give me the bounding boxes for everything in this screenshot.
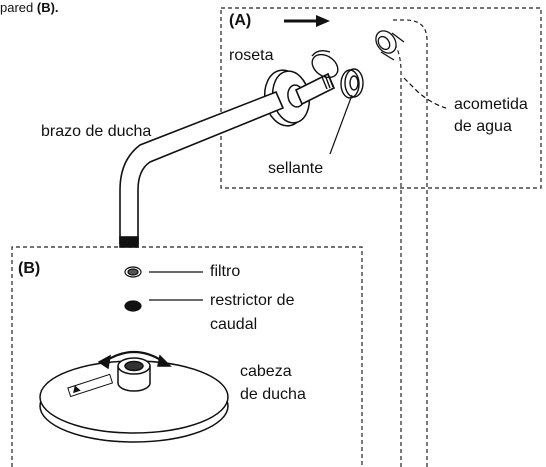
label-acometida-line2: de agua xyxy=(454,118,512,135)
label-roseta: roseta xyxy=(229,47,274,64)
header-fragment: pared (B). xyxy=(0,0,59,15)
shower-arm xyxy=(119,72,336,248)
filter-part xyxy=(124,266,203,278)
label-restrictor-line2: caudal xyxy=(210,316,258,333)
panel-b-frame xyxy=(11,246,363,467)
panel-b-tag: (B) xyxy=(18,260,41,277)
panel-a-frame xyxy=(220,7,542,189)
label-cabeza-line2: de ducha xyxy=(240,386,306,403)
panel-a-tag: (A) xyxy=(229,12,252,29)
direction-arrow-icon xyxy=(284,15,330,27)
flow-restrictor-part xyxy=(124,299,203,312)
sealant-tape-roll xyxy=(311,49,339,79)
label-brazo-de-ducha: brazo de ducha xyxy=(41,123,152,140)
shower-head xyxy=(39,351,229,443)
label-acometida-line1: acometida xyxy=(454,96,528,113)
sealant-washers xyxy=(340,68,364,99)
label-filtro: filtro xyxy=(210,263,241,280)
label-restrictor-line1: restrictor de xyxy=(210,292,295,309)
label-cabeza-line1: cabeza xyxy=(240,363,292,380)
water-inlet-fitting xyxy=(375,30,405,61)
leader-lines-a xyxy=(329,77,447,155)
wall-pipe xyxy=(379,19,428,467)
label-sellante: sellante xyxy=(268,160,324,177)
